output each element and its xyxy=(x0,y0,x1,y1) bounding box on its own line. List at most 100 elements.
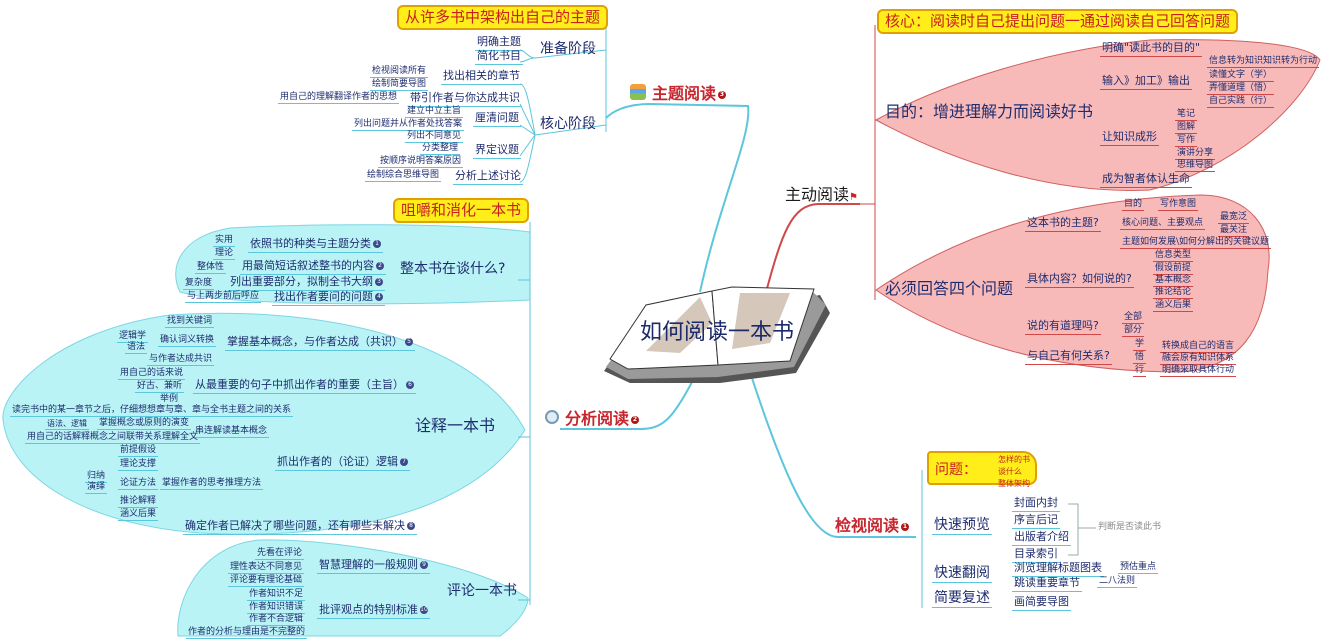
node-leaf[interactable]: 举例 xyxy=(158,394,181,407)
node-interpret[interactable]: 诠释一本书 xyxy=(415,416,496,435)
node-leaf[interactable]: 读懂文字（学） xyxy=(1207,70,1275,83)
node-prep-item[interactable]: 明确主题 xyxy=(475,35,523,51)
node-leaf[interactable]: 全部 xyxy=(1122,312,1145,325)
node-whole-book[interactable]: 整本书在谈什么? xyxy=(400,261,506,277)
node-wise[interactable]: 成为智者体认生命 xyxy=(1100,172,1192,188)
node-leaf[interactable]: 先看在评论 xyxy=(255,548,305,561)
node-core-stage[interactable]: 核心阶段 xyxy=(540,116,596,132)
node-core-step[interactable]: 带引作者与你达成共识 xyxy=(408,91,522,107)
node-question-label[interactable]: 问题： xyxy=(935,462,977,478)
node-leaf[interactable]: 行 xyxy=(1133,365,1147,378)
node-leaf[interactable]: 语法、逻辑 xyxy=(45,419,89,431)
node-leaf[interactable]: 浏览理解标题图表 xyxy=(1012,561,1104,577)
node-purpose[interactable]: 目的：增进理解力而阅读好书 xyxy=(885,102,1094,121)
node-leaf[interactable]: 实用 xyxy=(213,235,236,248)
node-leaf[interactable]: 画简要导图 xyxy=(1012,595,1071,611)
node-leaf[interactable]: 怎样的书 xyxy=(998,455,1030,464)
node-leaf[interactable]: 自己实践（行） xyxy=(1207,96,1275,109)
node-sub-rule[interactable]: 串连解读基本概念 xyxy=(193,426,270,439)
node-leaf[interactable]: 转换成自己的语言 xyxy=(1160,341,1237,354)
node-leaf[interactable]: 作者的分析与理由是不完整的 xyxy=(186,627,308,640)
node-leaf[interactable]: 目录索引 xyxy=(1012,547,1060,563)
node-recap[interactable]: 简要复述 xyxy=(932,590,992,609)
node-leaf[interactable]: 基本概念 xyxy=(1153,275,1194,288)
node-core-step[interactable]: 分析上述讨论 xyxy=(453,169,523,185)
node-leaf[interactable]: 建立中立主旨 xyxy=(405,106,464,119)
node-leaf[interactable]: 演讲分享 xyxy=(1175,148,1216,161)
node-leaf[interactable]: 推论解释 xyxy=(118,496,159,509)
node-four-questions[interactable]: 必须回答四个问题 xyxy=(885,279,1014,298)
node-leaf[interactable]: 论证方法 xyxy=(118,478,159,491)
node-rule[interactable]: 从最重要的句子中抓出作者的重要（主旨）6 xyxy=(193,378,416,394)
node-leaf[interactable]: 二八法则 xyxy=(1097,576,1138,589)
node-leaf[interactable]: 找到关键词 xyxy=(165,316,215,329)
node-leaf[interactable]: 复杂度 xyxy=(183,278,215,291)
node-leaf[interactable]: 作者不合逻辑 xyxy=(247,614,306,627)
node-leaf[interactable]: 掌握概念或原则的演变 xyxy=(97,418,192,431)
node-leaf[interactable]: 绘制简要导图 xyxy=(370,79,429,92)
node-leaf[interactable]: 写作意图 xyxy=(1158,199,1199,212)
node-leaf[interactable]: 信息转为知识知识转为行动 xyxy=(1207,56,1320,69)
node-question[interactable]: 与自己有何关系? xyxy=(1025,349,1112,365)
node-leaf[interactable]: 读完书中的某一章节之后，仔细想想章与章、章与全书主题之间的关系 xyxy=(10,405,294,418)
node-leaf[interactable]: 悟 xyxy=(1133,352,1147,365)
branch-active-reading[interactable]: 主动阅读⚑ xyxy=(785,185,858,204)
node-leaf[interactable]: 检视阅读所有 xyxy=(370,66,429,79)
node-leaf[interactable]: 绘制综合思维导图 xyxy=(365,170,442,183)
node-leaf[interactable]: 分类整理 xyxy=(420,143,461,156)
node-leaf[interactable]: 信息类型 xyxy=(1153,250,1194,263)
node-prep-stage[interactable]: 准备阶段 xyxy=(540,41,596,57)
node-leaf[interactable]: 弄懂道理（悟） xyxy=(1207,83,1275,96)
node-leaf[interactable]: 假设前提 xyxy=(1153,263,1194,276)
node-leaf[interactable]: 理性表达不同意见 xyxy=(228,562,305,575)
node-leaf[interactable]: 预估重点 xyxy=(1118,562,1159,575)
node-leaf[interactable]: 理论支撑 xyxy=(118,459,159,472)
node-leaf[interactable]: 最宽泛 xyxy=(1218,212,1250,225)
node-preview[interactable]: 快速预览 xyxy=(932,517,992,536)
node-leaf[interactable]: 与上两步前后呼应 xyxy=(185,291,262,304)
node-core-step[interactable]: 界定议题 xyxy=(473,143,521,159)
node-leaf[interactable]: 部分 xyxy=(1122,325,1145,338)
node-clarify[interactable]: 明确"读此书的目的" xyxy=(1100,41,1203,57)
node-leaf[interactable]: 涵义后果 xyxy=(118,509,159,522)
node-leaf[interactable]: 学 xyxy=(1133,339,1147,352)
node-leaf[interactable]: 演绎 xyxy=(85,482,108,495)
node-question[interactable]: 说的有道理吗? xyxy=(1025,319,1101,335)
node-leaf[interactable]: 语法 xyxy=(125,342,148,355)
node-leaf[interactable]: 好古、兼听 xyxy=(135,381,185,394)
node-leaf[interactable]: 推论结论 xyxy=(1153,287,1194,300)
node-critique[interactable]: 评论一本书 xyxy=(447,583,517,599)
node-leaf[interactable]: 封面内封 xyxy=(1012,496,1060,512)
node-leaf[interactable]: 确认词义转换 xyxy=(158,335,217,348)
node-leaf[interactable]: 明确采取具体行动 xyxy=(1160,365,1237,378)
node-leaf[interactable]: 最关注 xyxy=(1218,225,1250,238)
node-leaf[interactable]: 用自己的理解翻译作者的思想 xyxy=(278,92,400,105)
node-leaf[interactable]: 列出不同意见 xyxy=(405,131,464,144)
node-leaf[interactable]: 思维导图 xyxy=(1175,160,1216,173)
node-leaf[interactable]: 整体架构 xyxy=(998,479,1030,488)
node-leaf[interactable]: 谈什么 xyxy=(998,467,1022,476)
node-shape[interactable]: 让知识成形 xyxy=(1100,130,1159,146)
node-question[interactable]: 这本书的主题? xyxy=(1025,216,1101,232)
node-sub-rule[interactable]: 掌握作者的思考推理方法 xyxy=(160,478,264,491)
node-leaf[interactable]: 出版者介绍 xyxy=(1012,530,1071,546)
node-leaf[interactable]: 作者知识不足 xyxy=(247,589,306,602)
node-leaf[interactable]: 跳读重要章节 xyxy=(1012,576,1082,592)
node-leaf[interactable]: 前提假设 xyxy=(118,445,159,458)
node-leaf[interactable]: 与作者达成共识 xyxy=(147,354,215,367)
node-leaf[interactable]: 逻辑学 xyxy=(117,331,149,344)
node-leaf[interactable]: 列出问题并从作者处找答案 xyxy=(352,119,465,132)
node-leaf[interactable]: 主题如何发展\如何分解出的关键议题 xyxy=(1120,237,1272,250)
node-leaf[interactable]: 整体性 xyxy=(195,262,227,275)
node-leaf[interactable]: 作者知识错误 xyxy=(247,602,306,615)
